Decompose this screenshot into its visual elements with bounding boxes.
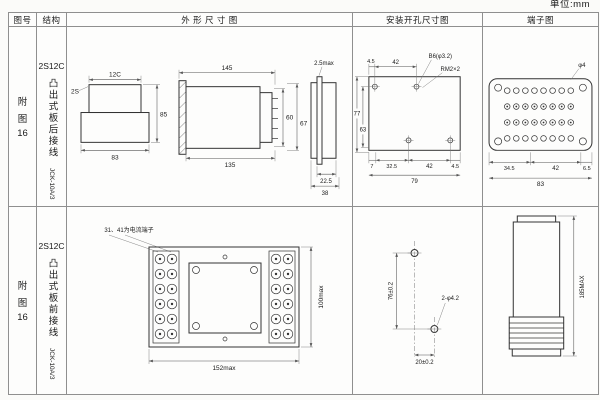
cover-outline [188, 262, 262, 334]
outline-drawing-row1: 12C 2S 85 83 145 [71, 61, 340, 197]
structure-model: 2S12C [38, 61, 65, 71]
case-base-outline [80, 112, 150, 143]
terminal-hole-grid [504, 87, 574, 142]
body-outline [512, 221, 561, 318]
structure-desc: 凸出式板后接线 [46, 78, 58, 159]
dim-67: 67 [300, 120, 308, 127]
dim-38: 38 [322, 191, 329, 197]
dim-b0: 7 [370, 164, 373, 170]
header-outline: 外 形 尺 寸 图 [67, 13, 353, 27]
terminal-screws [154, 253, 294, 340]
structure-row2: 2S12C 凸出式板前接线 JCK-10A/3 [37, 207, 67, 394]
structure-code: JCK-10A/3 [48, 167, 55, 199]
dim-b1: 32.5 [386, 164, 397, 170]
dim-t1: 4.5 [367, 59, 375, 65]
bezel-outline [310, 82, 318, 159]
hole-spec-label: B6(φ3.2) [429, 54, 452, 60]
terminal-cell-row1: φ4 34.5 42 6.5 83 [483, 27, 598, 207]
rear-outline [321, 82, 337, 159]
side-profile: 185MAX [508, 215, 586, 357]
spec-table: 图号 结构 外 形 尺 寸 图 安装开孔尺寸图 端子图 附 图 16 2S12C… [8, 12, 599, 395]
base-outline [511, 348, 562, 357]
terminal-block-outline [488, 78, 593, 151]
header-terminal: 端子图 [483, 13, 598, 27]
side-view: 145 135 60 [178, 65, 308, 169]
dim-phi4: φ4 [578, 63, 586, 69]
drill-plan: 4.5 42 B6(φ3.2) RM2×2 77 63 [354, 54, 461, 185]
dim-t2: 42 [392, 60, 399, 66]
panel-cut-view: 2.5max 22.5 38 [310, 61, 340, 197]
structure-model: 2S12C [38, 241, 65, 251]
dim-60: 60 [286, 114, 294, 121]
fig-char: 附 [17, 281, 28, 292]
outline-cell-row1: 12C 2S 85 83 145 [67, 27, 353, 207]
header-mounting: 安装开孔尺寸图 [353, 13, 483, 27]
terminal-layout: φ4 34.5 42 6.5 83 [488, 63, 593, 188]
mounting-cell-row1: 4.5 42 B6(φ3.2) RM2×2 77 63 [353, 27, 483, 207]
plate-outline [368, 76, 461, 151]
dim-152max: 152max [212, 365, 236, 372]
fig-no-row2: 附 图 16 [9, 207, 37, 394]
cap-outline [516, 215, 557, 223]
screw-spec-label: RM2×2 [441, 67, 461, 73]
case-outline [148, 246, 300, 348]
dim-gap: 2.5max [314, 61, 334, 67]
dim-height: 85 [160, 112, 168, 119]
right-terminal-strip [268, 250, 296, 344]
front-view-row2: 31、41为电流端子 [104, 226, 325, 372]
dim-l1: 77 [354, 112, 361, 118]
dim-b3: 6.5 [583, 166, 591, 172]
terminal-cell-row2: 185MAX [483, 207, 598, 394]
mounting-cell-row2: 76±0.2 2-φ4.2 20±0.2 [353, 207, 483, 394]
unit-label: 单位:mm [550, 0, 590, 10]
current-terminal-note: 31、41为电流端子 [104, 226, 153, 234]
outline-cell-row2: 31、41为电流端子 [67, 207, 353, 394]
drill-plan-row2: 76±0.2 2-φ4.2 20±0.2 [389, 241, 460, 366]
dim-22-5: 22.5 [320, 179, 332, 185]
fig-no-row1: 附 图 16 [9, 27, 37, 207]
header-fig-no: 图号 [9, 13, 37, 27]
outline-drawing-row2: 31、41为电流端子 [104, 226, 325, 372]
hole-spec-label: 2-φ4.2 [442, 296, 460, 302]
drill-plan-row1: 4.5 42 B6(φ3.2) RM2×2 77 63 [354, 54, 461, 185]
structure-desc: 凸出式板前接线 [46, 258, 58, 339]
fig-num: 16 [17, 312, 28, 323]
dim-total: 79 [411, 179, 418, 185]
header-structure: 结构 [37, 13, 67, 27]
body-outline [185, 86, 261, 149]
case-top-outline [88, 84, 142, 114]
dim-145: 145 [222, 65, 233, 72]
dim-top: 12C [109, 72, 121, 79]
dim-b3: 4.5 [451, 164, 459, 170]
dim-width: 83 [111, 154, 119, 161]
dim-76: 76±0.2 [389, 281, 395, 300]
dim-left: 2S [71, 89, 80, 96]
front-view: 12C 2S 85 83 [71, 72, 168, 162]
fig-char: 图 [17, 298, 28, 309]
fig-char: 附 [17, 97, 28, 108]
rear-block-outline [259, 92, 273, 143]
dim-100max: 100max [318, 285, 325, 309]
fig-num: 16 [17, 128, 28, 139]
dim-b2: 42 [552, 166, 559, 172]
terminal-drawing-row1: φ4 34.5 42 6.5 83 [488, 63, 593, 188]
drill-plan: 76±0.2 2-φ4.2 20±0.2 [389, 241, 460, 366]
dim-l2: 63 [360, 127, 367, 133]
structure-row1: 2S12C 凸出式板后接线 JCK-10A/3 [37, 27, 67, 207]
left-terminal-strip [152, 250, 180, 344]
panel-outline [316, 76, 323, 165]
terminal-drawing-row2: 185MAX [508, 215, 586, 357]
dim-b1: 34.5 [504, 166, 515, 172]
dim-total: 83 [537, 181, 545, 188]
dim-20: 20±0.2 [415, 360, 434, 366]
dim-b2: 42 [426, 164, 433, 170]
dim-185max: 185MAX [580, 276, 586, 299]
fig-char: 图 [17, 114, 28, 125]
dim-135: 135 [225, 162, 236, 169]
structure-code: JCK-10A/3 [48, 347, 55, 379]
